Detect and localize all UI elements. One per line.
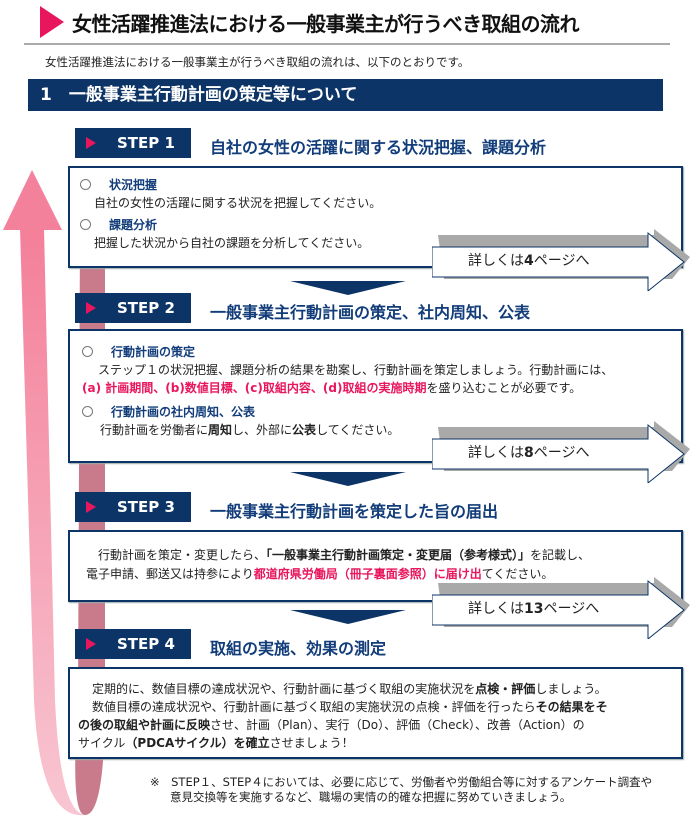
step4-label: STEP 4 xyxy=(75,629,191,659)
arrow-callout-icon xyxy=(432,229,690,291)
title-divider xyxy=(24,43,670,45)
step4-text-line4: サイクル（PDCAサイクル）を確立させましょう！ xyxy=(78,736,354,750)
circle-bullet-icon xyxy=(80,219,91,230)
intro-text: 女性活躍推進法における一般事業主が行うべき取組の流れは、以下のとおりです。 xyxy=(45,55,470,69)
triangle-icon xyxy=(86,302,96,314)
step2-item2-title: 行動計画の社内周知、公表 xyxy=(82,403,669,421)
triangle-icon xyxy=(86,501,96,513)
step2-item1-title: 行動計画の策定 xyxy=(82,343,669,361)
step2-item1-text: ステップ１の状況把握、課題分析の結果を勘案し、行動計画を策定しましょう。行動計画… xyxy=(98,363,614,377)
step1-item2-title: 課題分析 xyxy=(80,216,671,234)
step2-label: STEP 2 xyxy=(75,293,191,323)
step1-item1-title: 状況把握 xyxy=(80,176,671,194)
step4-text-line3: の後の取組や計画に反映させ、計画（Plan）、実行（Do）、評価（Check）、… xyxy=(78,718,585,732)
page-link-step1[interactable]: 詳しくは4ページへ xyxy=(432,229,690,291)
page-link-step3[interactable]: 詳しくは13ページへ xyxy=(432,577,690,639)
circle-bullet-icon xyxy=(82,406,93,417)
section-heading: 1 一般事業主行動計画の策定等について xyxy=(28,79,663,111)
step1-heading: 自社の女性の活躍に関する状況把握、課題分析 xyxy=(210,138,547,157)
down-chevron-icon xyxy=(290,610,406,624)
down-chevron-icon xyxy=(290,281,406,295)
step2-box: 行動計画の策定 ステップ１の状況把握、課題分析の結果を勘案し、行動計画を策定しま… xyxy=(68,329,683,463)
circle-bullet-icon xyxy=(80,179,91,190)
step1-label: STEP 1 xyxy=(75,128,191,158)
page-title: 女性活躍推進法における一般事業主が行うべき取組の流れ xyxy=(72,12,580,36)
step4-text-line1: 定期的に、数値目標の達成状況や、行動計画に基づく取組の実施状況を点検・評価しまし… xyxy=(92,682,607,696)
triangle-icon xyxy=(86,137,96,149)
step2-label-text: STEP 2 xyxy=(117,299,175,317)
circle-bullet-icon xyxy=(82,346,93,357)
triangle-icon xyxy=(86,638,96,650)
step3-text-line2: 電子申請、郵送又は持参により都道府県労働局（冊子裏面参照）に届け出てください。 xyxy=(86,567,554,581)
arrow-callout-icon xyxy=(432,421,690,483)
step2-heading: 一般事業主行動計画の策定、社内周知、公表 xyxy=(210,303,531,322)
step1-item2-text: 把握した状況から自社の課題を分析してください。 xyxy=(94,236,370,250)
step4-box: 定期的に、数値目標の達成状況や、行動計画に基づく取組の実施状況を点検・評価しまし… xyxy=(68,667,683,759)
step3-heading: 一般事業主行動計画を策定した旨の届出 xyxy=(210,502,499,521)
step3-label: STEP 3 xyxy=(75,492,191,522)
step2-item1-text2: (a) 計画期間、(b)数値目標、(c)取組内容、(d)取組の実施時期を盛り込む… xyxy=(82,381,582,395)
step2-item2-text: 行動計画を労働者に周知し、外部に公表してください。 xyxy=(100,423,400,437)
step1-item1-text: 自社の女性の活躍に関する状況を把握してください。 xyxy=(94,196,382,210)
title-triangle-icon xyxy=(40,6,64,38)
arrow-callout-icon xyxy=(432,577,690,639)
down-chevron-icon xyxy=(290,472,406,486)
step3-label-text: STEP 3 xyxy=(117,498,175,516)
step4-heading: 取組の実施、効果の測定 xyxy=(210,639,387,658)
step1-label-text: STEP 1 xyxy=(117,134,175,152)
footnote: ※ STEP１、STEP４においては、必要に応じて、労働者や労働組合等に対するア… xyxy=(150,775,653,804)
step4-text-line2: 数値目標の達成状況や、行動計画に基づく取組の実施状況の点検・評価を行ったらその結… xyxy=(92,700,608,714)
step4-label-text: STEP 4 xyxy=(117,635,175,653)
step3-text-line1: 行動計画を策定・変更したら、「一般事業主行動計画策定・変更届（参考様式）」を記載… xyxy=(98,548,591,562)
page-link-step2[interactable]: 詳しくは8ページへ xyxy=(432,421,690,483)
